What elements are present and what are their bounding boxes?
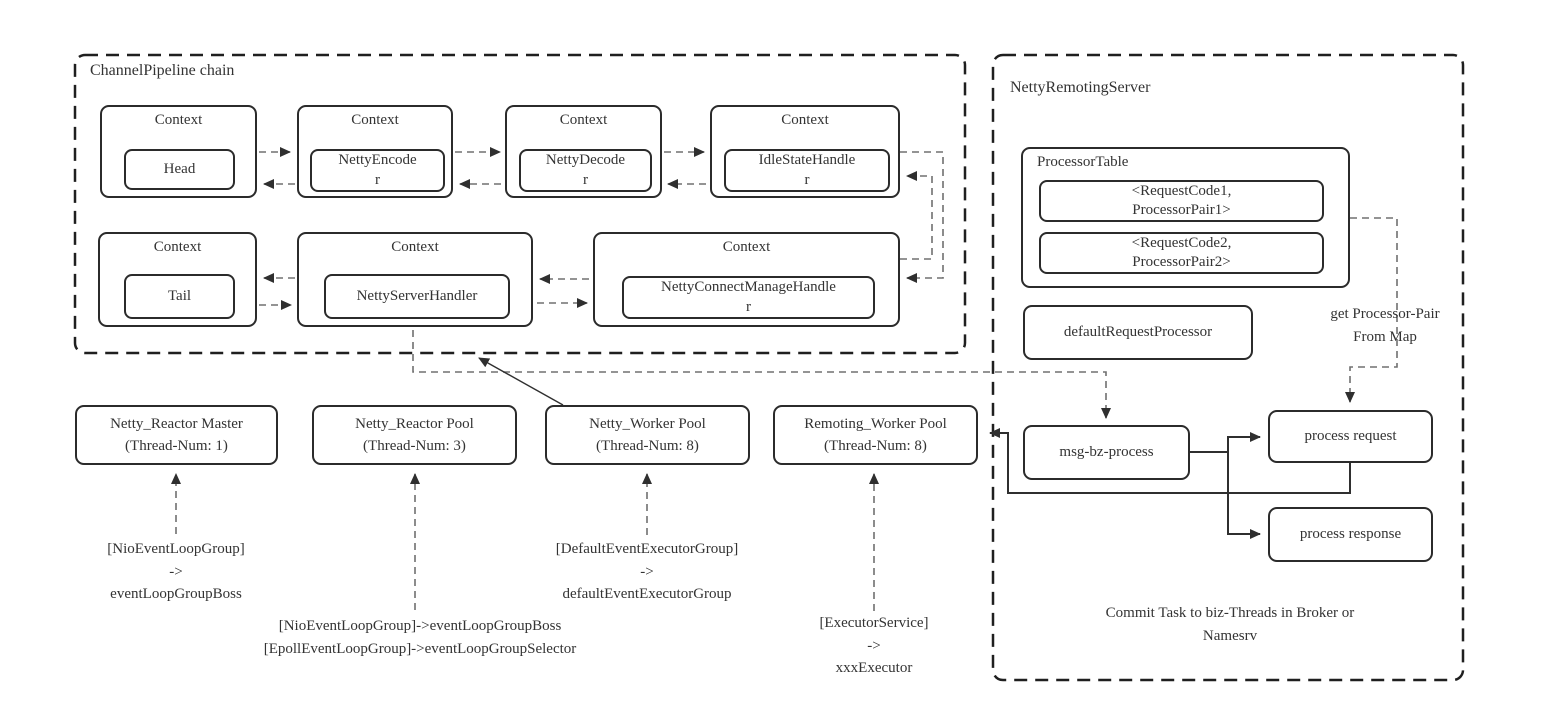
arrow-serverhandler-to-msgbz bbox=[412, 318, 1111, 419]
pool-netty-worker-pool: Netty_Worker Pool (Thread-Num: 8) bbox=[545, 405, 750, 465]
context-idle-state-handler: Context IdleStateHandle r bbox=[710, 105, 900, 198]
context-label: Context bbox=[153, 239, 202, 255]
pool-threads: (Thread-Num: 3) bbox=[363, 438, 466, 454]
context-netty-encoder: Context NettyEncode r bbox=[297, 105, 453, 198]
processor-table-entry-1: <RequestCode1, ProcessorPair1> bbox=[1039, 180, 1324, 222]
context-label: Context bbox=[722, 239, 771, 255]
pool-threads: (Thread-Num: 1) bbox=[125, 438, 228, 454]
note-reactor-master: [NioEventLoopGroup] -> eventLoopGroupBos… bbox=[107, 541, 245, 602]
arrow-worker-pool-to-pipeline bbox=[478, 357, 564, 406]
context-label: Context bbox=[154, 112, 203, 128]
handler-head: Head bbox=[124, 149, 235, 190]
context-label: Context bbox=[781, 112, 829, 128]
processor-table: ProcessorTable <RequestCode1, ProcessorP… bbox=[1021, 147, 1350, 288]
handler-idle-state-handler: IdleStateHandle r bbox=[724, 149, 890, 192]
pool-name: Remoting_Worker Pool bbox=[804, 415, 947, 432]
note-remoting-worker-pool: [ExecutorService] -> xxxExecutor bbox=[819, 615, 929, 676]
context-netty-server-handler: Context NettyServerHandler bbox=[297, 232, 533, 327]
context-label: Context bbox=[391, 239, 439, 255]
handler-netty-decoder: NettyDecode r bbox=[519, 149, 652, 192]
context-label: Context bbox=[559, 112, 608, 128]
process-request-box: process request bbox=[1268, 410, 1433, 463]
get-processor-pair-label: get Processor-Pair From Map bbox=[1330, 306, 1440, 346]
pool-threads: (Thread-Num: 8) bbox=[824, 438, 927, 454]
processor-table-title: ProcessorTable bbox=[1037, 154, 1129, 170]
context-netty-decoder: Context NettyDecode r bbox=[505, 105, 662, 198]
arrow-msgbz-to-processresponse bbox=[1227, 452, 1261, 539]
pool-netty-reactor-master: Netty_Reactor Master (Thread-Num: 1) bbox=[75, 405, 278, 465]
pool-threads: (Thread-Num: 8) bbox=[596, 438, 699, 454]
default-request-processor-box: defaultRequestProcessor bbox=[1023, 305, 1253, 360]
pool-name: Netty_Worker Pool bbox=[589, 415, 706, 432]
pool-name: Netty_Reactor Master bbox=[110, 415, 243, 432]
commit-task-label: Commit Task to biz-Threads in Broker or … bbox=[1105, 605, 1355, 645]
server-title: NettyRemotingServer bbox=[1010, 79, 1151, 96]
pool-name: Netty_Reactor Pool bbox=[355, 415, 474, 432]
note-worker-pool: [DefaultEventExecutorGroup] -> defaultEv… bbox=[555, 541, 739, 602]
arrow-idle-to-connectmanage bbox=[900, 151, 944, 283]
msg-bz-process-box: msg-bz-process bbox=[1023, 425, 1190, 480]
pool-remoting-worker-pool: Remoting_Worker Pool (Thread-Num: 8) bbox=[773, 405, 978, 465]
context-label: Context bbox=[351, 112, 399, 128]
context-netty-connect-manage-handler: Context NettyConnectManageHandle r bbox=[593, 232, 900, 327]
arrow-connectmanage-to-idle bbox=[900, 171, 933, 260]
processor-table-entry-2: <RequestCode2, ProcessorPair2> bbox=[1039, 232, 1324, 274]
pipeline-title: ChannelPipeline chain bbox=[90, 62, 235, 79]
handler-netty-connect-manage-handler: NettyConnectManageHandle r bbox=[622, 276, 875, 319]
context-head: Context Head bbox=[100, 105, 257, 198]
handler-netty-server-handler: NettyServerHandler bbox=[324, 274, 510, 319]
pool-netty-reactor-pool: Netty_Reactor Pool (Thread-Num: 3) bbox=[312, 405, 517, 465]
arrow-msgbz-to-processrequest bbox=[1190, 432, 1261, 453]
handler-netty-encoder: NettyEncode r bbox=[310, 149, 445, 192]
process-response-box: process response bbox=[1268, 507, 1433, 562]
handler-tail: Tail bbox=[124, 274, 235, 319]
note-reactor-pool: [NioEventLoopGroup]->eventLoopGroupBoss … bbox=[263, 618, 577, 657]
context-tail: Context Tail bbox=[98, 232, 257, 327]
